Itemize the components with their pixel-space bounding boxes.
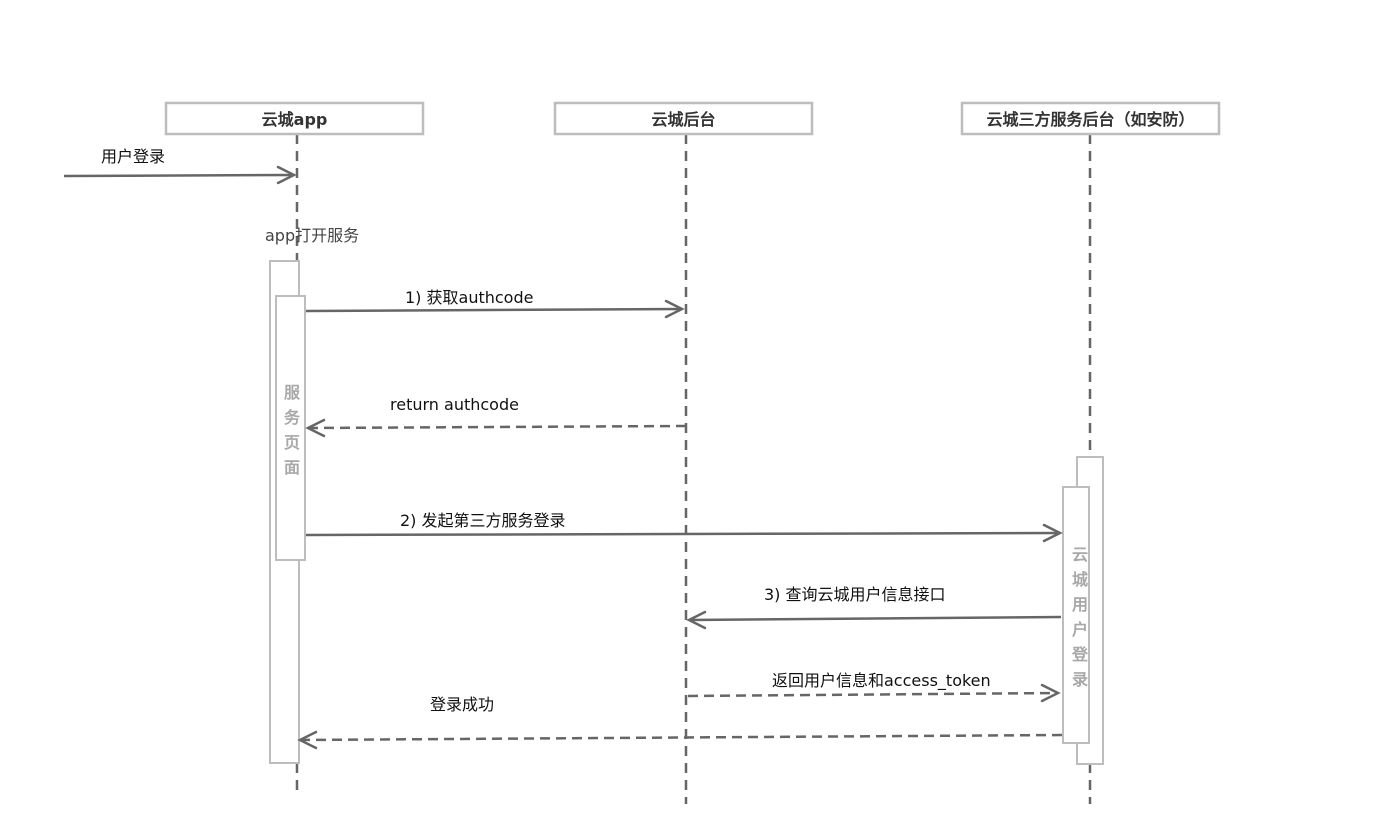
svg-text:登: 登 — [1071, 645, 1089, 664]
svg-text:云: 云 — [1072, 545, 1088, 564]
svg-text:城: 城 — [1072, 570, 1088, 589]
message-query-user-info-label: 3) 查询云城用户信息接口 — [764, 585, 946, 604]
message-return-user-info-label: 返回用户信息和access_token — [772, 671, 991, 691]
message-user-login: 用户登录 — [63, 147, 297, 185]
message-get-authcode: 1) 获取authcode — [305, 288, 685, 319]
participant-app: 云城app — [164, 101, 425, 136]
svg-text:页: 页 — [284, 433, 300, 452]
message-return-authcode: return authcode — [305, 395, 687, 438]
svg-text:户: 户 — [1072, 620, 1088, 639]
svg-text:面: 面 — [284, 458, 300, 477]
message-return-authcode-label: return authcode — [390, 395, 519, 414]
participant-third: 云城三方服务后台（如安防） — [960, 101, 1221, 136]
message-query-user-info: 3) 查询云城用户信息接口 — [686, 585, 1062, 630]
activation-service-page — [275, 295, 306, 561]
activation-service-page-label: 服 务 页 面 — [284, 383, 301, 477]
message-return-user-info: 返回用户信息和access_token — [687, 671, 1061, 703]
participant-backend-label: 云城后台 — [651, 110, 715, 129]
message-third-party-login-label: 2) 发起第三方服务登录 — [400, 511, 566, 530]
activation-cloud-user-login — [1062, 486, 1090, 744]
message-login-success: 登录成功 — [297, 695, 1063, 750]
message-login-success-label: 登录成功 — [430, 695, 494, 714]
participant-third-label: 云城三方服务后台（如安防） — [986, 110, 1194, 129]
activation-cloud-user-login-label: 云 城 用 户 登 录 — [1071, 545, 1089, 689]
svg-text:服: 服 — [284, 383, 301, 402]
svg-text:用: 用 — [1072, 595, 1088, 614]
message-get-authcode-label: 1) 获取authcode — [405, 288, 533, 307]
participant-backend: 云城后台 — [553, 101, 814, 136]
svg-text:务: 务 — [284, 408, 301, 427]
participant-app-label: 云城app — [262, 110, 328, 129]
message-user-login-label: 用户登录 — [101, 147, 165, 166]
svg-text:录: 录 — [1072, 670, 1088, 689]
note-app-open-service: app打开服务 — [265, 226, 359, 245]
message-third-party-login: 2) 发起第三方服务登录 — [305, 511, 1063, 543]
